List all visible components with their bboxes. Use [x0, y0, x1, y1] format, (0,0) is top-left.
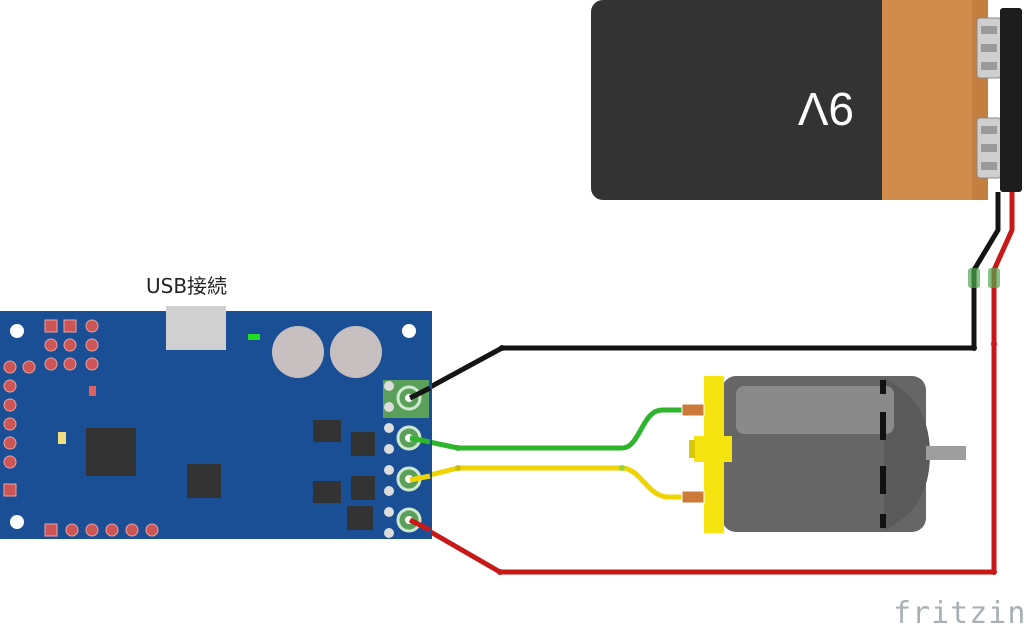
- capacitor: [330, 326, 382, 378]
- usb-label: USB接続: [146, 274, 228, 298]
- header-pads-bottom: [44, 523, 159, 537]
- controller-board: [0, 306, 432, 539]
- wire-black[interactable]: [408, 192, 1001, 401]
- battery-9v: 9V: [591, 0, 1022, 200]
- dc-motor: [681, 376, 966, 533]
- header-pads-top: [44, 319, 99, 371]
- fritzing-logo: fritzing: [893, 596, 1024, 631]
- motor-shaft: [926, 446, 966, 460]
- motor-terminal-bottom: [681, 490, 705, 504]
- battery-snap-connector: [1000, 8, 1022, 192]
- battery-terminal-bottom: [976, 117, 1002, 179]
- usb-connector[interactable]: [166, 306, 226, 350]
- battery-band: [882, 0, 977, 200]
- motor-terminal-top: [681, 403, 705, 417]
- capacitor: [272, 326, 324, 378]
- header-pads-left: [3, 360, 36, 497]
- wire-yellow[interactable]: [409, 465, 690, 500]
- ic-chip: [187, 464, 221, 498]
- status-led: [248, 334, 260, 340]
- battery-label: 9V: [798, 83, 855, 135]
- wire-green[interactable]: [409, 407, 690, 451]
- ic-chip-main: [86, 428, 136, 476]
- battery-terminal-top: [976, 17, 1002, 79]
- wire-red[interactable]: [408, 192, 1015, 575]
- output-terminals: [383, 380, 429, 538]
